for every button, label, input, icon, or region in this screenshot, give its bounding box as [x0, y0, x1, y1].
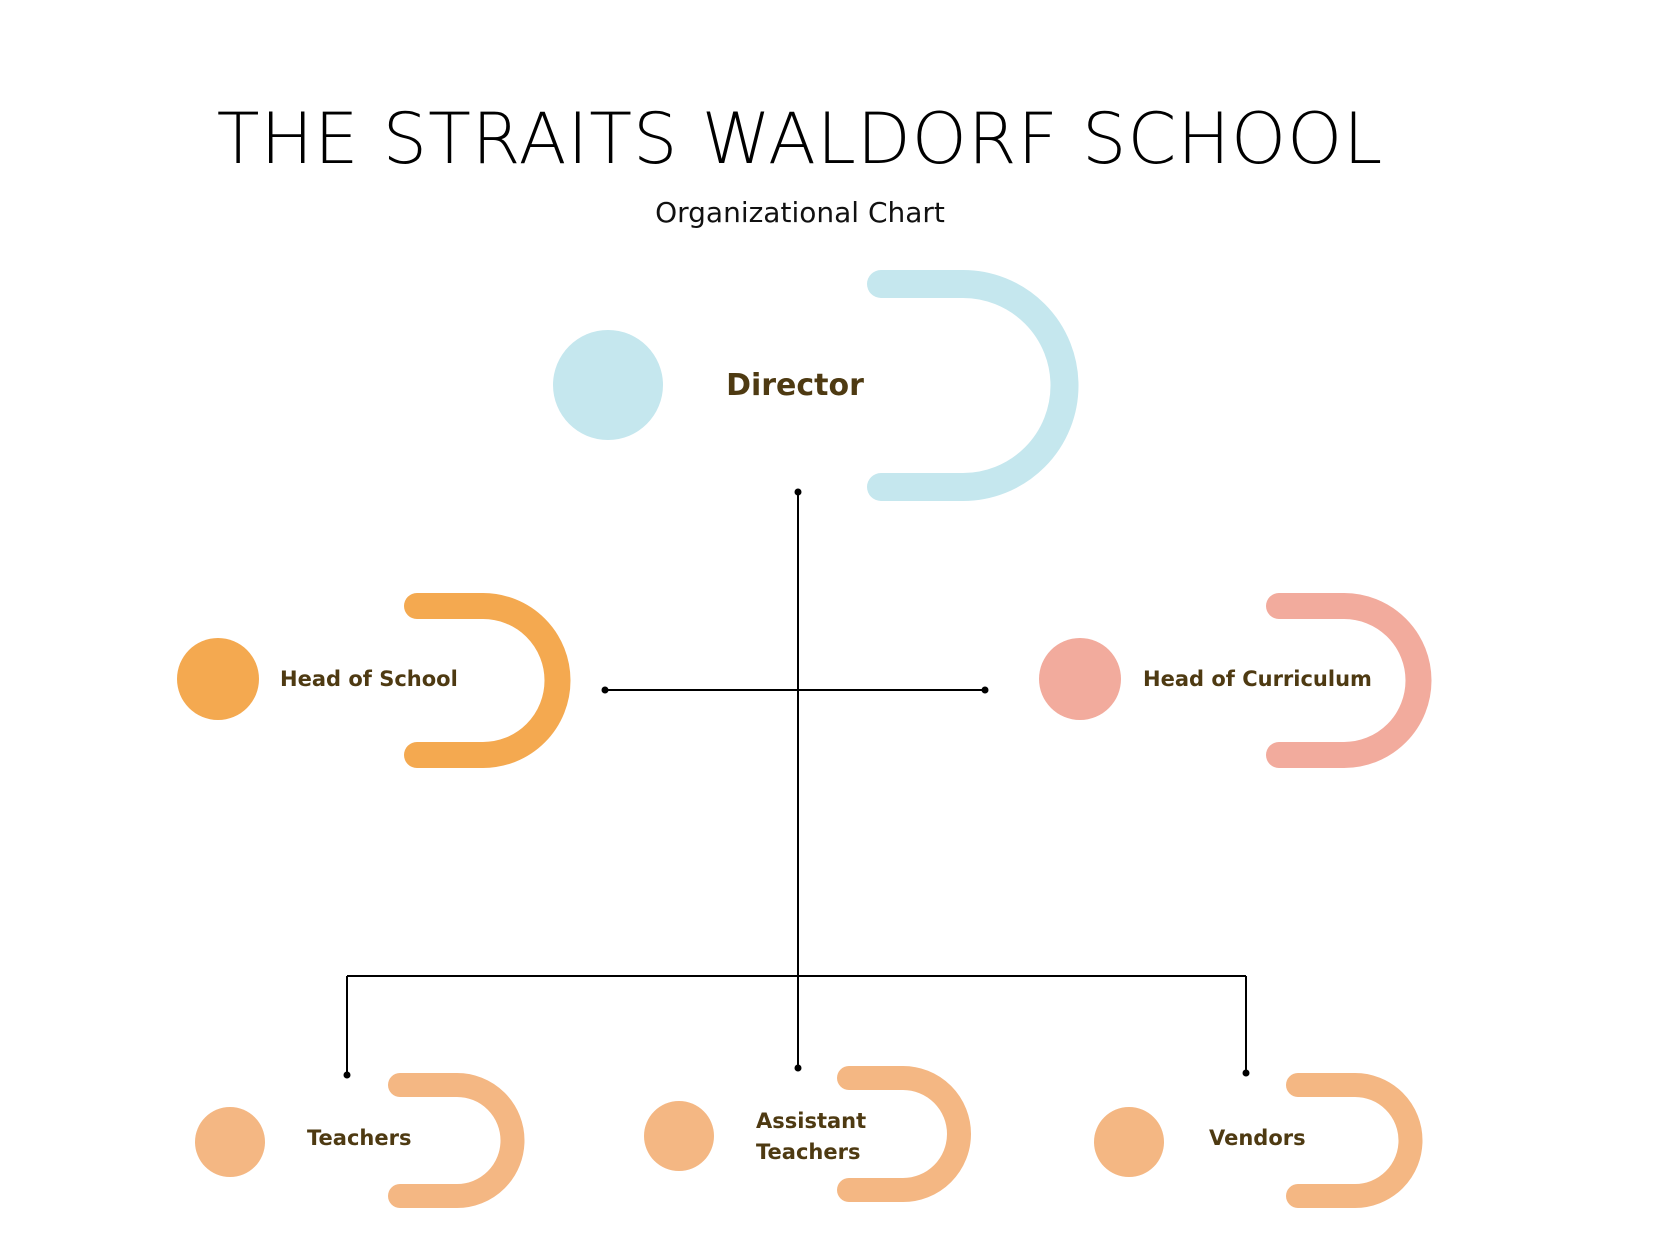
node-bracket-director: [867, 270, 1079, 501]
node-bracket-vendors: [1286, 1073, 1423, 1208]
node-label-line: Head of School: [280, 667, 458, 691]
connector-dot-director: [794, 488, 802, 496]
node-head-of-school: Head of School: [177, 593, 571, 768]
connector-dot-teachers: [343, 1071, 351, 1079]
node-circle-assistant-teachers: [644, 1101, 714, 1171]
node-teachers: Teachers: [195, 1073, 525, 1208]
node-director: Director: [553, 270, 1079, 501]
node-circle-head-of-curriculum: [1039, 638, 1121, 720]
node-label-head-of-curriculum: Head of Curriculum: [1143, 667, 1372, 691]
connector-dot-head-of-school: [601, 686, 609, 694]
node-label-line: Teachers: [307, 1126, 411, 1150]
node-head-of-curriculum: Head of Curriculum: [1039, 593, 1432, 768]
connector-dots: [343, 488, 1250, 1079]
node-label-vendors: Vendors: [1209, 1126, 1306, 1150]
node-label-line: Vendors: [1209, 1126, 1306, 1150]
node-circle-vendors: [1094, 1107, 1164, 1177]
node-label-director: Director: [726, 368, 864, 403]
node-bracket-head-of-school: [404, 593, 571, 768]
node-circle-head-of-school: [177, 638, 259, 720]
node-circle-director: [553, 330, 663, 440]
page-title: THE STRAITS WALDORF SCHOOL: [216, 98, 1384, 180]
node-vendors: Vendors: [1094, 1073, 1423, 1208]
connector-lines: [346, 492, 1247, 1075]
node-label-line: Teachers: [756, 1140, 860, 1164]
node-bracket-head-of-curriculum: [1266, 593, 1432, 768]
node-bracket-teachers: [388, 1073, 525, 1208]
connector-dot-vendors: [1242, 1069, 1250, 1077]
node-label-line: Director: [726, 368, 864, 403]
page-subtitle: Organizational Chart: [655, 196, 945, 229]
node-label-line: Assistant: [756, 1109, 866, 1133]
node-label-teachers: Teachers: [307, 1126, 411, 1150]
connector-dot-assistant-teachers: [794, 1064, 802, 1072]
node-bracket-assistant-teachers: [837, 1066, 971, 1202]
connector-dot-head-of-curriculum: [981, 686, 989, 694]
node-label-head-of-school: Head of School: [280, 667, 458, 691]
node-circle-teachers: [195, 1107, 265, 1177]
node-label-line: Head of Curriculum: [1143, 667, 1372, 691]
